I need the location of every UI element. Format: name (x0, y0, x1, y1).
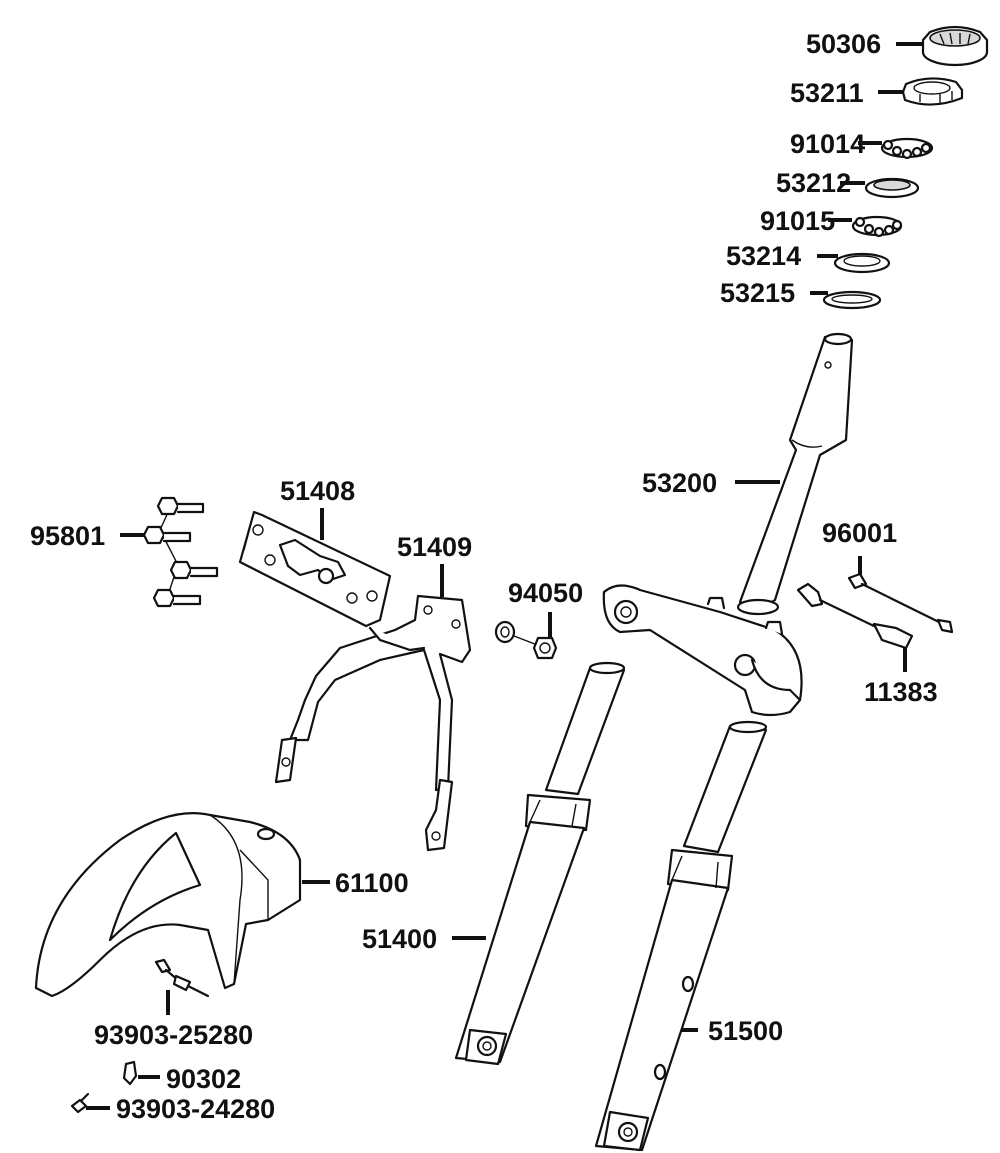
label-51408: 51408 (280, 476, 355, 506)
part-51409[interactable]: 51409 (274, 532, 472, 852)
label-93903-25280: 93903-25280 (94, 1020, 253, 1050)
bracket-plate-icon (238, 510, 392, 628)
label-61100: 61100 (335, 868, 409, 898)
part-96001[interactable]: 96001 (822, 518, 954, 634)
part-91015[interactable]: 91015 (760, 206, 903, 238)
flange-bolt-icon (156, 496, 205, 516)
clamp-icon (796, 582, 914, 650)
label-91015: 91015 (760, 206, 835, 236)
cone-icon (833, 252, 891, 274)
flange-bolt-icon (142, 525, 192, 545)
screw-icon (70, 1092, 90, 1114)
part-94050[interactable]: 94050 (494, 578, 583, 660)
part-53212[interactable]: 53212 (776, 168, 920, 199)
part-91014[interactable]: 91014 (790, 129, 934, 160)
part-11383[interactable]: 11383 (796, 582, 938, 707)
fork-leg-icon (454, 661, 626, 1066)
ball-race-icon (851, 215, 903, 238)
seal-icon (822, 290, 882, 310)
nut-icon (494, 620, 558, 660)
label-53214: 53214 (726, 241, 801, 271)
label-53200: 53200 (642, 468, 717, 498)
part-53214[interactable]: 53214 (726, 241, 891, 274)
part-50306[interactable]: 50306 (806, 25, 989, 67)
label-51409: 51409 (397, 532, 472, 562)
flange-bolt-icon (169, 560, 219, 580)
label-11383: 11383 (864, 677, 938, 707)
part-93903-24280[interactable]: 93903-24280 (70, 1092, 275, 1124)
front-fender-icon (34, 812, 302, 998)
fender-stay-icon (274, 594, 472, 852)
part-61100[interactable]: 61100 (34, 812, 409, 998)
label-90302: 90302 (166, 1064, 241, 1094)
part-53200[interactable]: 53200 (602, 332, 854, 717)
part-51408[interactable]: 51408 (238, 476, 392, 628)
part-95801[interactable]: 95801 (30, 496, 219, 608)
label-93903-24280: 93903-24280 (116, 1094, 275, 1124)
fork-leg-icon (594, 720, 768, 1152)
label-94050: 94050 (508, 578, 583, 608)
label-53211: 53211 (790, 78, 864, 108)
lock-nut-icon (901, 77, 964, 106)
label-91014: 91014 (790, 129, 865, 159)
part-51500[interactable]: 51500 (594, 720, 783, 1152)
flange-bolt-icon (152, 588, 202, 608)
label-53215: 53215 (720, 278, 795, 308)
label-95801: 95801 (30, 521, 105, 551)
label-51400: 51400 (362, 924, 437, 954)
label-50306: 50306 (806, 29, 881, 59)
part-90302[interactable]: 90302 (122, 1060, 241, 1094)
part-53211[interactable]: 53211 (790, 77, 964, 108)
part-51400[interactable]: 51400 (362, 661, 626, 1066)
clip-icon (122, 1060, 138, 1086)
ball-race-icon (880, 137, 934, 160)
part-93903-25280[interactable]: 93903-25280 (94, 958, 253, 1050)
steering-stem-icon (602, 332, 854, 717)
part-53215[interactable]: 53215 (720, 278, 882, 310)
screw-icon (154, 958, 210, 998)
top-nut-icon (921, 25, 989, 67)
label-53212: 53212 (776, 168, 851, 198)
label-96001: 96001 (822, 518, 897, 548)
cone-icon (864, 177, 920, 199)
label-51500: 51500 (708, 1016, 783, 1046)
bolt-icon (847, 572, 954, 634)
